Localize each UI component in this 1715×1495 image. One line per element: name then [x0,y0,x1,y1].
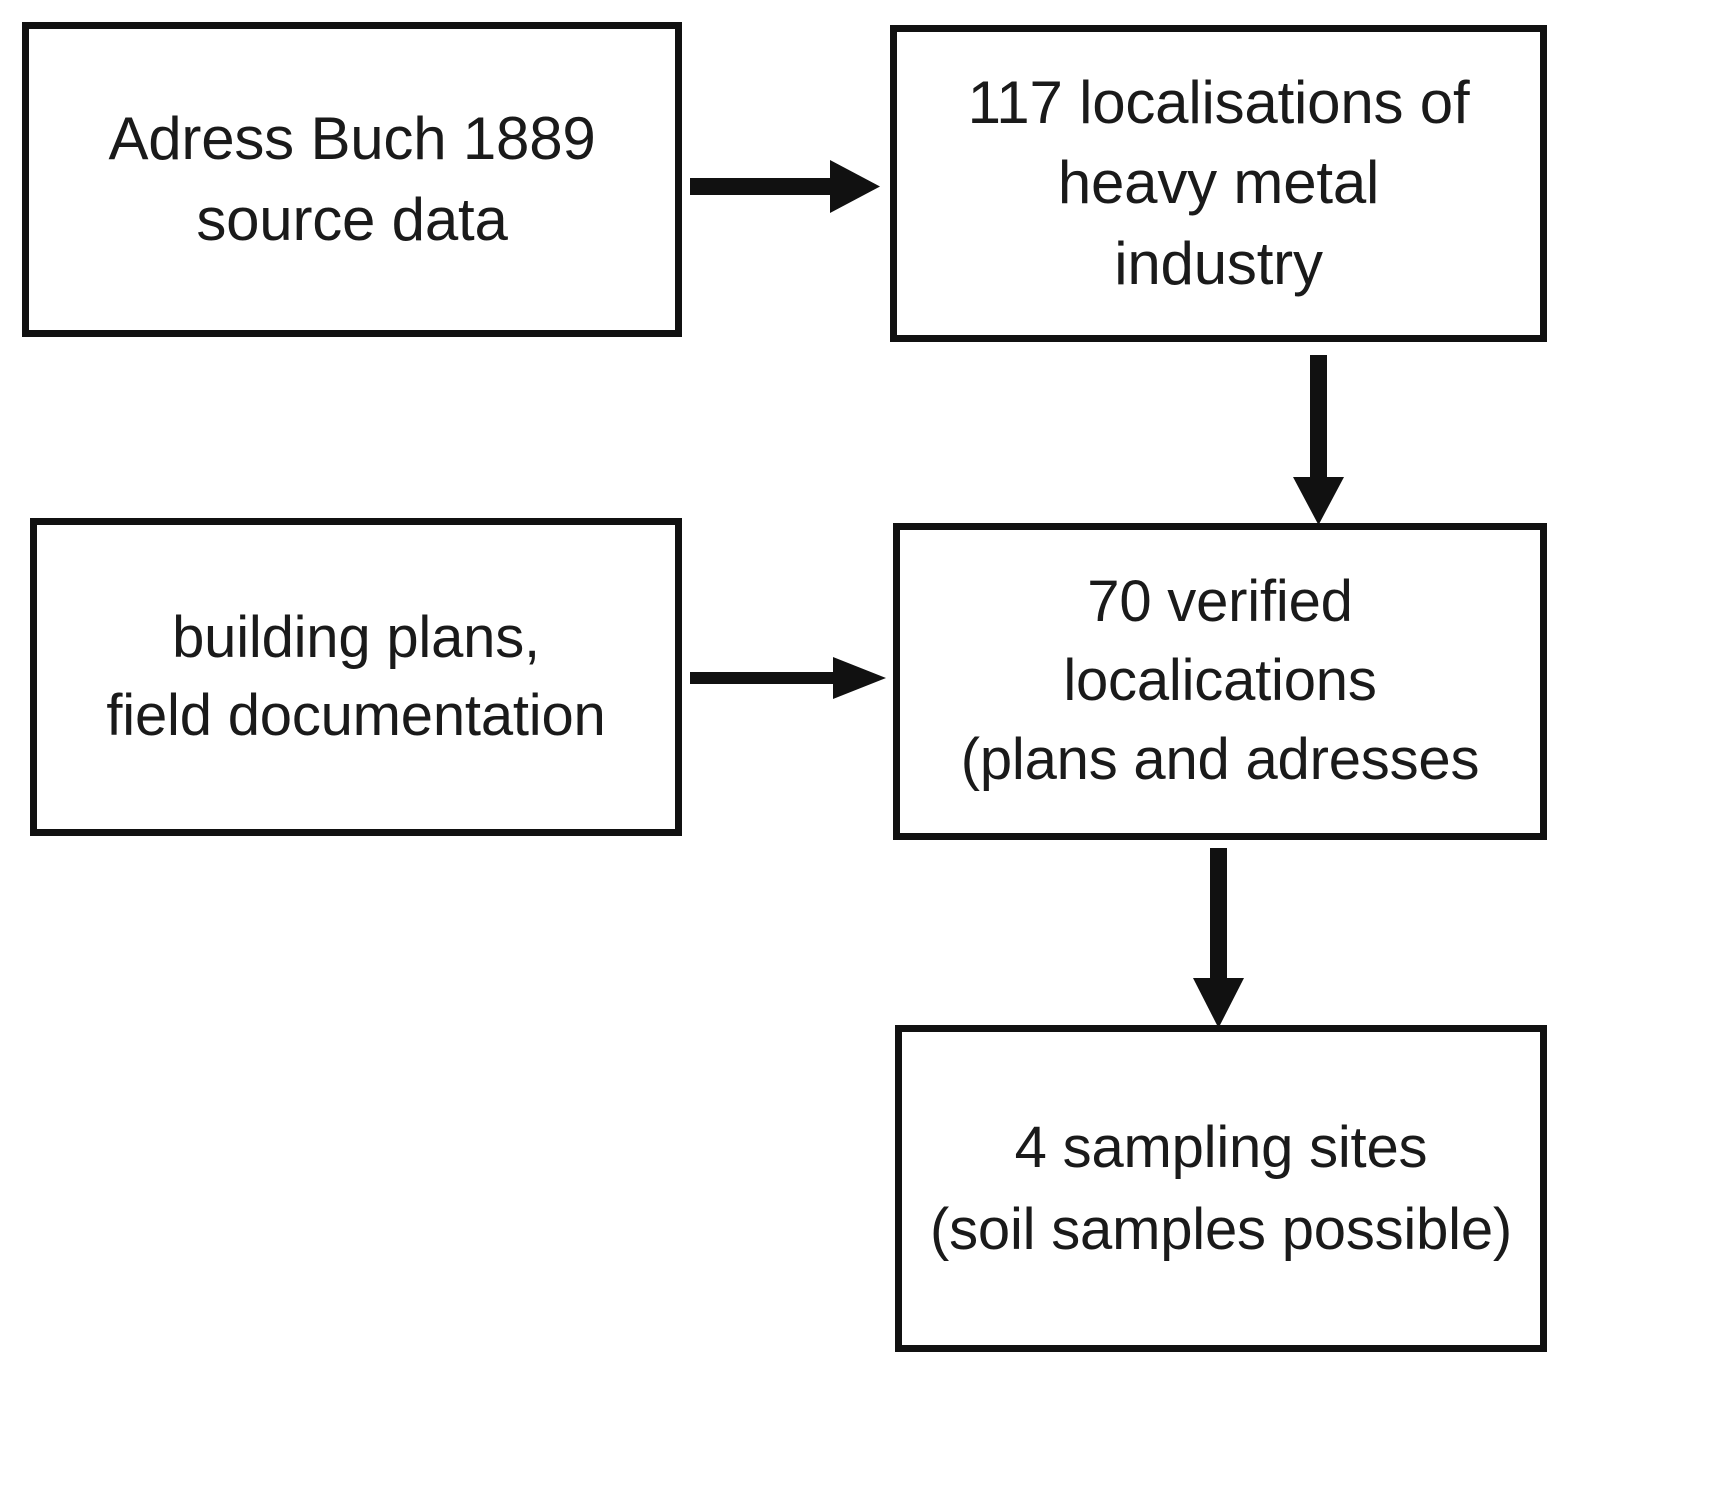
node-source-data-label: Adress Buch 1889 source data [108,105,596,253]
arrow-verified-to-sampling [1185,848,1265,1033]
arrow-localisations-to-verified [1285,355,1365,530]
node-localisations: 117 localisations of heavy metal industr… [890,25,1547,342]
node-verified-localications: 70 verified localications (plans and adr… [893,523,1547,840]
node-building-plans: building plans, field documentation [30,518,682,836]
node-building-plans-label: building plans, field documentation [106,605,606,748]
node-source-data: Adress Buch 1889 source data [22,22,682,337]
node-sampling-sites: 4 sampling sites (soil samples possible) [895,1025,1547,1352]
arrow-source-data-to-localisations [690,150,890,230]
node-localisations-label: 117 localisations of heavy metal industr… [967,68,1470,297]
arrow-building-plans-to-verified [690,645,900,715]
node-verified-localications-label: 70 verified localications (plans and adr… [960,569,1480,792]
node-sampling-sites-label: 4 sampling sites (soil samples possible) [929,1115,1513,1262]
